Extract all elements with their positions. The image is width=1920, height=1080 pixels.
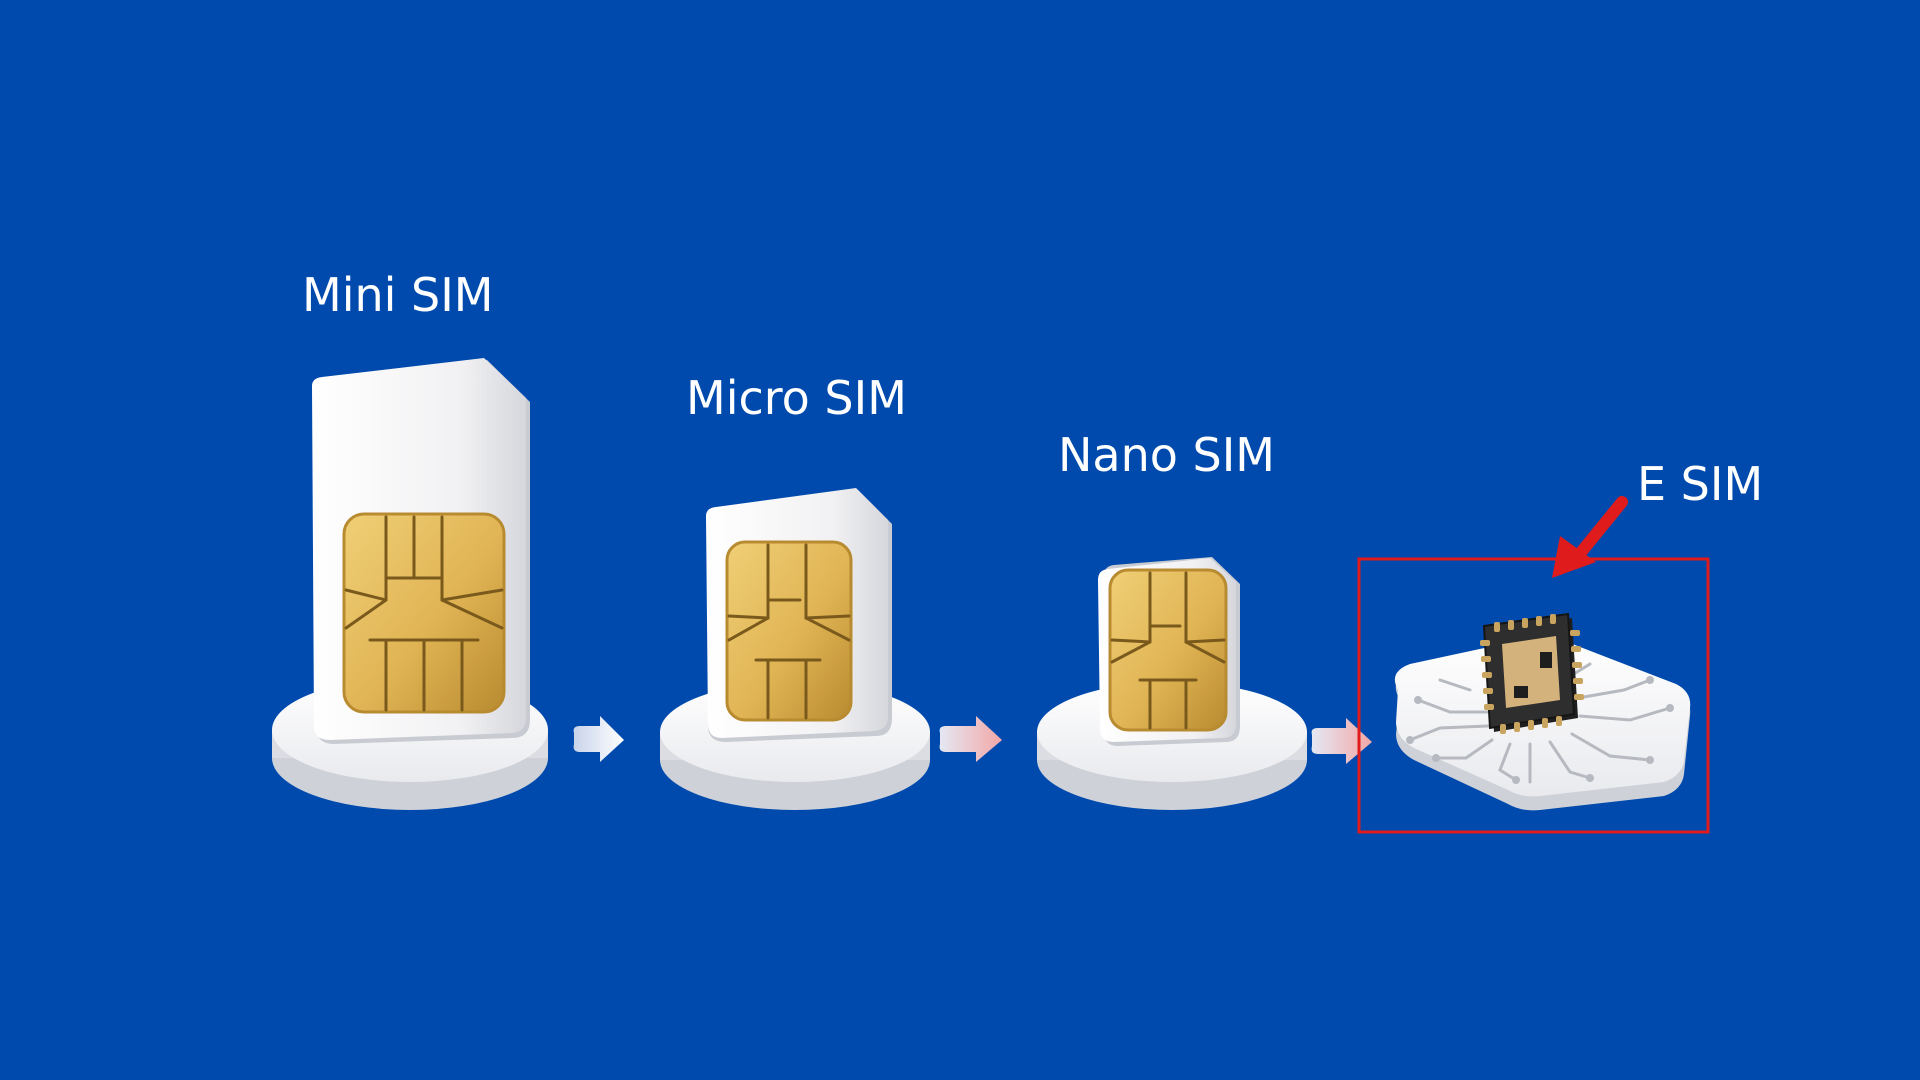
label-nano-sim: Nano SIM: [1058, 428, 1275, 482]
esim-chip-icon: [1480, 612, 1584, 734]
connector-1-right-arrow-icon: [573, 716, 624, 762]
label-e-sim: E SIM: [1637, 457, 1763, 511]
stage-nano-sim: Nano SIM: [1037, 428, 1307, 810]
stage-mini-sim: Mini SIM: [272, 268, 548, 810]
esim-highlight-box: [1357, 557, 1710, 834]
nano-sim-card-icon: [1098, 557, 1240, 746]
micro-sim-card-icon: [706, 488, 892, 742]
stage-e-sim: E SIM: [1357, 457, 1763, 834]
connector-2-right-arrow-icon: [939, 716, 1002, 762]
red-pointer-arrow-icon: [1552, 496, 1628, 578]
connector-3-right-arrow-icon: [1311, 718, 1372, 764]
mini-sim-card-icon: [312, 358, 530, 744]
label-mini-sim: Mini SIM: [302, 268, 493, 322]
stage-micro-sim: Micro SIM: [660, 371, 930, 810]
label-micro-sim: Micro SIM: [686, 371, 907, 425]
